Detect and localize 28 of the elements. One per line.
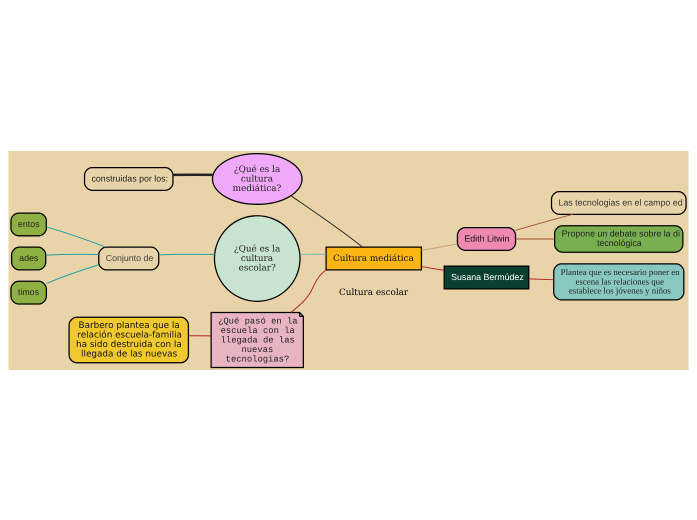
node-box: Propone un debate sobre la di tecnológica — [554, 224, 684, 252]
node-ellipse: ¿Qué es la cultura mediática? — [212, 152, 303, 204]
connector — [300, 253, 326, 254]
connector — [421, 266, 444, 270]
node-circle: ¿Qué es la cultura escolar? — [214, 214, 301, 302]
node-box: construidas por los: — [84, 166, 174, 190]
connector — [158, 253, 215, 255]
connector — [46, 226, 106, 248]
node-box: timos — [10, 280, 47, 304]
node-box: entos — [10, 212, 47, 236]
node-box: Susana Bermúdez — [444, 265, 530, 289]
connector — [290, 269, 326, 312]
node-label: Cultura escolar — [339, 287, 408, 298]
connector — [172, 172, 214, 176]
connector — [290, 194, 363, 248]
node-box: ades — [10, 246, 46, 270]
connector — [421, 243, 458, 250]
connector — [528, 278, 554, 280]
connector — [188, 334, 212, 336]
connector — [45, 253, 100, 256]
node-box: Edith Litwin — [456, 226, 516, 250]
node-box: Las tecnologias en el campo ed — [550, 190, 687, 214]
connector — [515, 238, 555, 239]
node-box: Plantea que es necesario poner en escena las relaciones que establece los jóvenes y niños — [553, 262, 684, 300]
node-box: Barbero plantea que la relación escuela-familia ha sido destruida con la llegada de las nuevas — [68, 316, 190, 363]
node-box: Conjunto de — [98, 246, 160, 270]
node-box: Cultura mediática — [325, 246, 422, 270]
connector — [46, 264, 100, 284]
